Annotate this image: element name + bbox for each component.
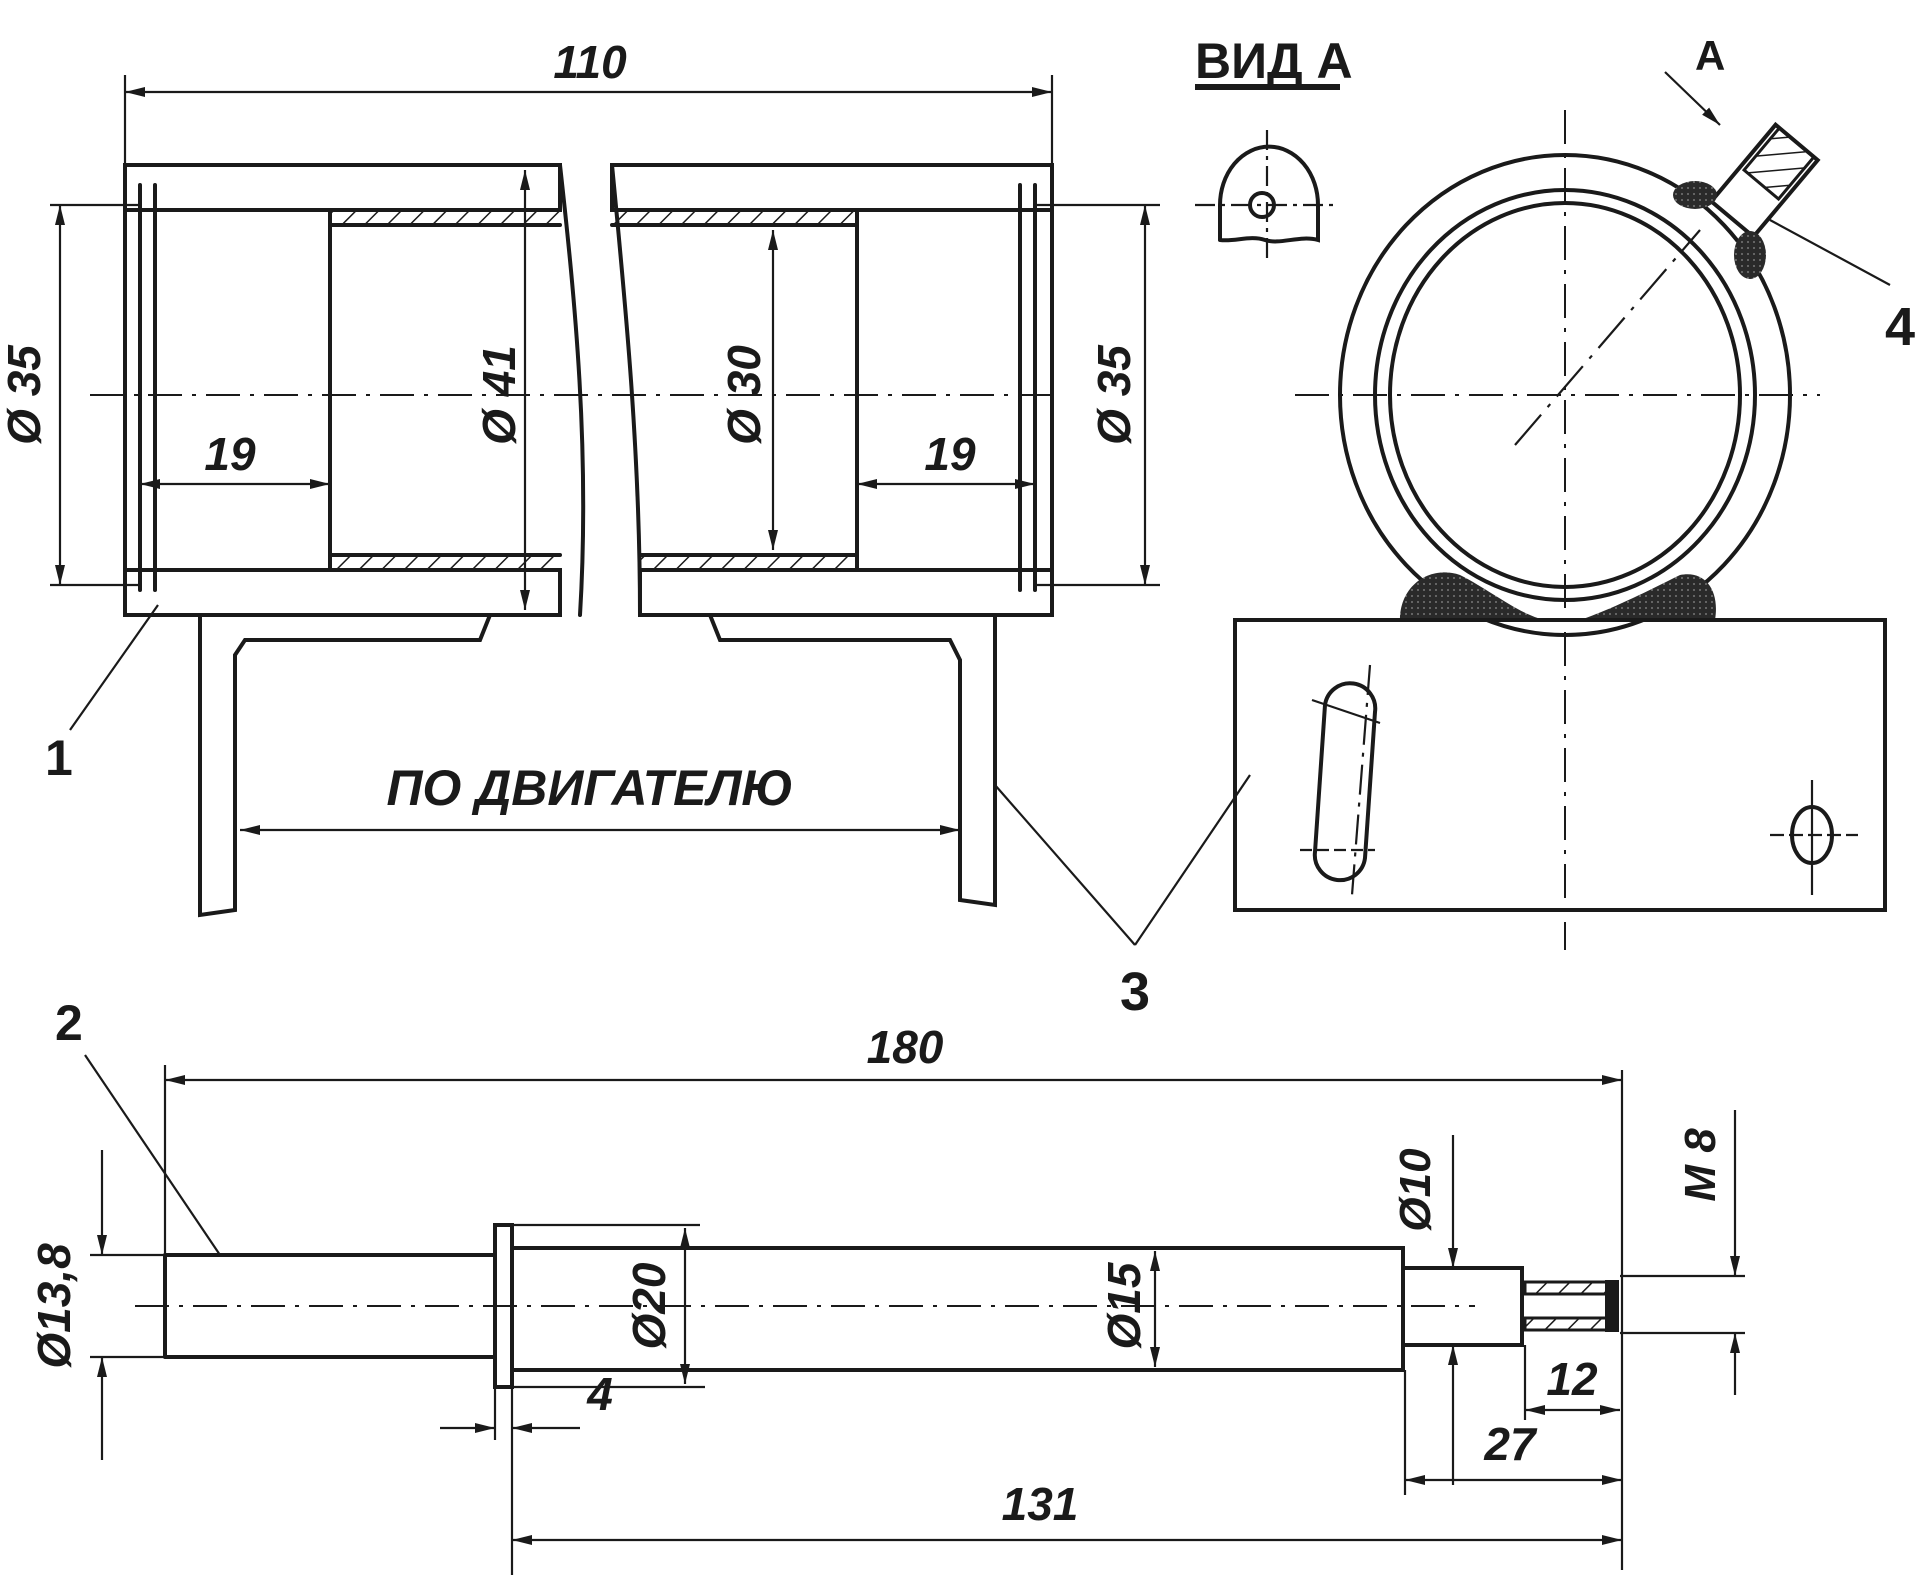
label-131: 131 xyxy=(1002,1478,1079,1530)
slot-hole xyxy=(1300,664,1381,896)
label-left-depth-19: 19 xyxy=(204,428,256,480)
callout-2: 2 xyxy=(55,995,221,1256)
svg-text:1: 1 xyxy=(45,730,73,786)
label-collar-dia-20: Ø20 xyxy=(623,1262,675,1349)
dim-collar-width-4: 4 xyxy=(440,1368,613,1575)
view-a-title: ВИД А xyxy=(1195,33,1353,89)
view-a: ВИД А А 4 xyxy=(994,32,1915,1022)
sleeve-section xyxy=(90,163,1060,918)
view-a-detail xyxy=(1195,130,1338,260)
dim-length-131: 131 xyxy=(512,1478,1622,1545)
dim-step-length-27: 27 xyxy=(1403,1370,1622,1495)
dim-outer-dia-41: Ø 41 xyxy=(473,170,530,610)
dim-inner-dia-30: Ø 30 xyxy=(718,230,778,550)
label-27: 27 xyxy=(1483,1418,1538,1470)
svg-text:2: 2 xyxy=(55,995,83,1051)
dim-left-depth-19: 19 xyxy=(140,428,330,489)
label-110: 110 xyxy=(553,36,627,88)
label-180: 180 xyxy=(867,1021,944,1073)
view-a-arrow-label: А xyxy=(1695,32,1725,79)
dim-left-dia-35: Ø 35 xyxy=(0,203,140,587)
dim-overall-180: 180 xyxy=(163,1021,1624,1570)
dim-collar-dia-20: Ø20 xyxy=(512,1223,705,1389)
callout-1: 1 xyxy=(45,604,159,786)
callout-3: 3 xyxy=(1120,962,1150,1022)
label-left-dia-13-8: Ø13,8 xyxy=(28,1243,80,1369)
label-right-dia-35: Ø 35 xyxy=(1088,344,1140,445)
label-body-dia-15: Ø15 xyxy=(1098,1261,1150,1349)
label-step-dia-10: Ø10 xyxy=(1391,1148,1440,1232)
dim-thread-m8: М 8 xyxy=(1620,1110,1745,1395)
label-right-depth-19: 19 xyxy=(924,428,976,480)
dim-step-dia-10: Ø10 xyxy=(1391,1135,1458,1485)
label-thread-m8: М 8 xyxy=(1676,1128,1725,1202)
bolt-4 xyxy=(1708,121,1821,240)
label-left-dia-35: Ø 35 xyxy=(0,344,50,445)
dim-right-depth-19: 19 xyxy=(857,428,1035,489)
dim-overall-110: 110 xyxy=(123,36,1054,165)
dim-body-dia-15: Ø15 xyxy=(1098,1251,1160,1367)
round-hole xyxy=(1770,780,1858,895)
callout-4: 4 xyxy=(1885,297,1915,357)
shaft xyxy=(135,1223,1619,1389)
label-4: 4 xyxy=(586,1368,613,1420)
label-outer-dia-41: Ø 41 xyxy=(473,345,525,445)
label-12: 12 xyxy=(1546,1353,1598,1405)
label-motor-mount: ПО ДВИГАТЕЛЮ xyxy=(386,760,793,816)
dim-right-dia-35: Ø 35 xyxy=(1035,203,1160,587)
dim-motor-mount: ПО ДВИГАТЕЛЮ xyxy=(240,760,960,835)
label-inner-dia-30: Ø 30 xyxy=(718,345,770,445)
dim-thread-length-12: 12 xyxy=(1523,1345,1620,1420)
dim-left-dia-13-8: Ø13,8 xyxy=(28,1150,165,1460)
